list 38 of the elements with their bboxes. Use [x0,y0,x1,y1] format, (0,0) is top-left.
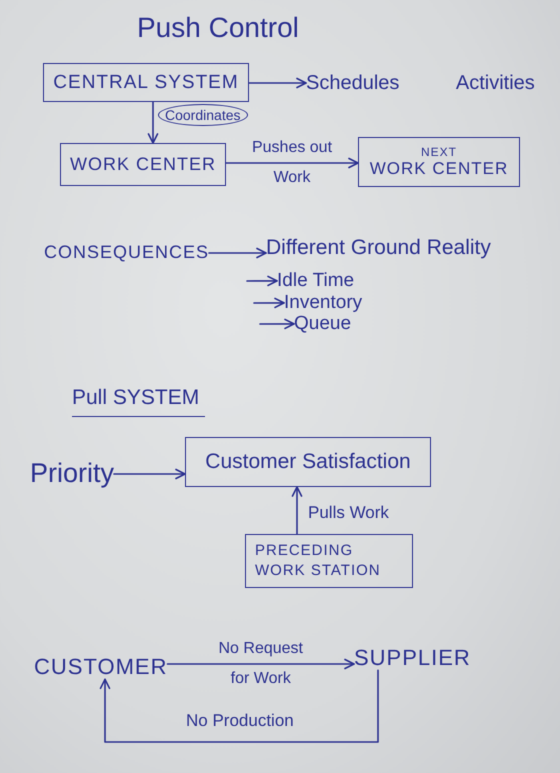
arrow [208,248,267,258]
text-label: Priority [30,458,114,490]
arrow [259,318,295,330]
process-box [60,143,226,186]
arrow [166,658,355,670]
text-label: Inventory [284,292,362,314]
arrow [292,486,302,535]
box-label: WORK CENTER [370,159,508,179]
edge-label: No Production [186,711,294,731]
text-label: CONSEQUENCES [44,242,210,263]
section-heading: Pull SYSTEM [72,386,206,417]
box-label: NEXT [420,145,457,159]
arrow [248,78,307,88]
edge-label: Pushes out Work [250,138,334,188]
arrow [100,670,379,743]
process-box [43,63,249,102]
arrow [148,101,158,144]
process-box [185,437,431,487]
text-label: SUPPLIER [354,645,471,670]
text-label: Idle Time [277,270,354,292]
process-box [245,534,413,588]
arrow [253,298,285,308]
box-label: WORK CENTER [70,154,216,175]
process-box [358,137,520,187]
arrow [113,468,186,480]
box-label: Customer Satisfaction [205,450,411,474]
edge-label: Coordinates [158,104,248,126]
title: Push Control [137,12,299,44]
arrow [246,276,278,286]
arrow [225,158,359,168]
edge-label: Pulls Work [308,503,389,523]
box-label: CENTRAL SYSTEM [53,72,239,94]
text-label: Schedules Activities [306,72,535,95]
edge-label: No Request for Work [218,639,304,689]
text-label: Queue [294,313,352,335]
text-label: CUSTOMER [34,654,168,680]
text-label: Different Ground Reality [266,236,491,260]
box-label: PRECEDING WORK STATION [255,540,382,581]
